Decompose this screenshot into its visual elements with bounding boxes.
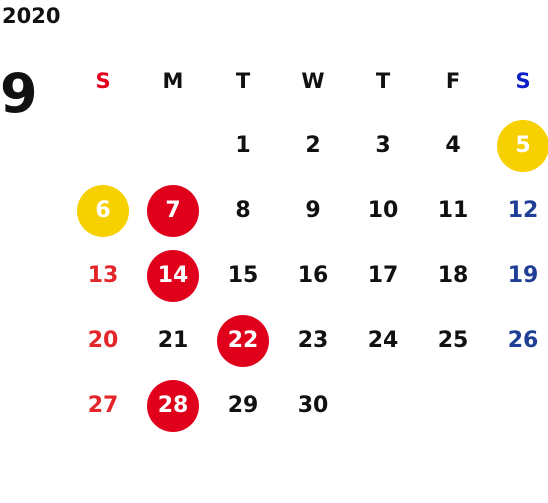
day-number: 11: [437, 198, 469, 223]
day-cell[interactable]: 2: [278, 113, 348, 178]
day-number: 18: [437, 263, 469, 288]
weekday-header: T: [375, 68, 391, 93]
day-number: 27: [87, 393, 119, 418]
weekday-header: M: [162, 68, 184, 93]
day-cell[interactable]: 20: [68, 308, 138, 373]
day-cell[interactable]: 12: [488, 178, 548, 243]
day-number: 12: [507, 198, 539, 223]
day-cell[interactable]: 4: [418, 113, 488, 178]
marked-day: 5: [497, 119, 548, 172]
day-cell[interactable]: 9: [278, 178, 348, 243]
day-number: 26: [507, 328, 539, 353]
day-cell[interactable]: 30: [278, 373, 348, 438]
weekday-header: T: [235, 68, 251, 93]
day-cell[interactable]: 10: [348, 178, 418, 243]
weekday-header: F: [445, 68, 461, 93]
day-number: 17: [367, 263, 399, 288]
day-number: 25: [437, 328, 469, 353]
day-cell[interactable]: 6: [68, 178, 138, 243]
day-number: 10: [367, 198, 399, 223]
day-number: 9: [305, 198, 321, 223]
marked-day: 7: [147, 184, 199, 237]
day-cell[interactable]: 1: [208, 113, 278, 178]
day-cell[interactable]: 8: [208, 178, 278, 243]
weekday-header: W: [301, 68, 325, 93]
marked-day: 28: [147, 379, 199, 432]
day-number: 2: [305, 133, 321, 158]
day-cell[interactable]: 25: [418, 308, 488, 373]
day-cell[interactable]: 14: [138, 243, 208, 308]
day-number: 15: [227, 263, 259, 288]
day-number: 13: [87, 263, 119, 288]
day-cell[interactable]: 26: [488, 308, 548, 373]
day-number: 19: [507, 263, 539, 288]
day-number: 30: [297, 393, 329, 418]
day-cell[interactable]: 28: [138, 373, 208, 438]
day-cell[interactable]: 3: [348, 113, 418, 178]
marked-day: 6: [77, 184, 129, 237]
day-number: 29: [227, 393, 259, 418]
day-cell[interactable]: 29: [208, 373, 278, 438]
day-number: 3: [375, 133, 391, 158]
day-cell[interactable]: 16: [278, 243, 348, 308]
day-cell[interactable]: 22: [208, 308, 278, 373]
day-number: 21: [157, 328, 189, 353]
day-number: 20: [87, 328, 119, 353]
day-cell[interactable]: 13: [68, 243, 138, 308]
day-cell[interactable]: 7: [138, 178, 208, 243]
day-number: 16: [297, 263, 329, 288]
day-cell[interactable]: 23: [278, 308, 348, 373]
day-cell[interactable]: 21: [138, 308, 208, 373]
day-number: 4: [445, 133, 461, 158]
marked-day: 22: [217, 314, 269, 367]
weekday-header: S: [515, 68, 531, 93]
day-number: 8: [235, 198, 251, 223]
weekday-header: S: [95, 68, 111, 93]
day-cell[interactable]: 15: [208, 243, 278, 308]
day-cell[interactable]: 11: [418, 178, 488, 243]
day-number: 1: [235, 133, 251, 158]
day-number: 24: [367, 328, 399, 353]
month-label: 9: [0, 62, 38, 125]
year-label: 2020: [2, 4, 61, 28]
marked-day: 14: [147, 249, 199, 302]
day-number: 23: [297, 328, 329, 353]
day-cell[interactable]: 5: [488, 113, 548, 178]
day-cell[interactable]: 24: [348, 308, 418, 373]
day-cell[interactable]: 27: [68, 373, 138, 438]
day-cell[interactable]: 18: [418, 243, 488, 308]
day-cell[interactable]: 17: [348, 243, 418, 308]
day-cell[interactable]: 19: [488, 243, 548, 308]
